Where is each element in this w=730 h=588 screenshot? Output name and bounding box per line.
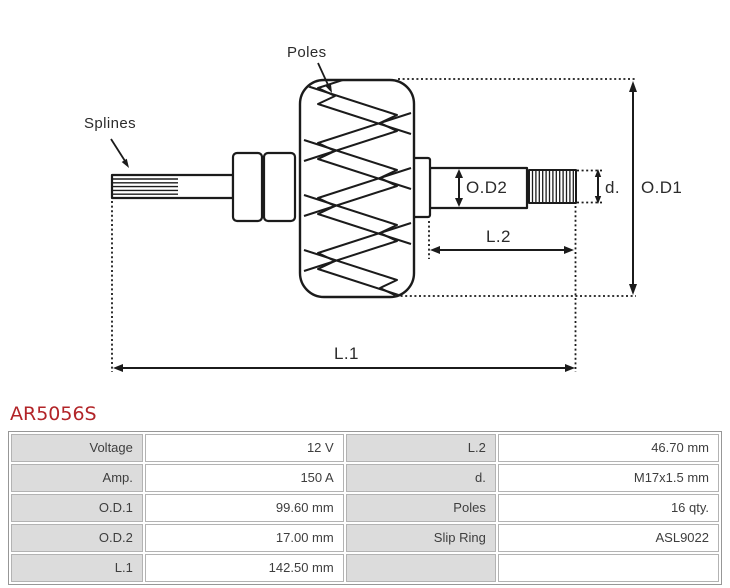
spec-label-cell: L.1 <box>11 554 143 582</box>
spec-label-cell: d. <box>345 464 496 492</box>
spec-value-cell: 99.60 mm <box>144 494 344 522</box>
spec-value-cell: ASL9022 <box>497 524 719 552</box>
d-dim-label: d. <box>605 178 620 197</box>
table-row: L.1 142.50 mm <box>11 554 719 582</box>
l1-dim-label: L.1 <box>334 344 359 363</box>
spec-label-cell: Slip Ring <box>345 524 496 552</box>
table-row: Amp. 150 A d. M17x1.5 mm <box>11 464 719 492</box>
spec-value-cell: 17.00 mm <box>144 524 344 552</box>
spec-value-cell: 16 qty. <box>497 494 719 522</box>
spec-table: Voltage 12 V L.2 46.70 mm Amp. 150 A d. … <box>8 431 722 585</box>
od1-dim-label: O.D1 <box>641 178 683 197</box>
spec-value-cell: M17x1.5 mm <box>497 464 719 492</box>
od2-dim-label: O.D2 <box>466 178 508 197</box>
spec-label-cell: Poles <box>345 494 496 522</box>
washer <box>411 156 432 219</box>
spec-value-cell: 142.50 mm <box>144 554 344 582</box>
splines-label: Splines <box>84 115 136 132</box>
spec-label-cell <box>345 554 496 582</box>
poles-arrow <box>317 62 330 88</box>
poles-label: Poles <box>287 44 327 61</box>
spec-value-cell: 150 A <box>144 464 344 492</box>
spec-label-cell: Voltage <box>11 434 143 462</box>
part-number-title: AR5056S <box>10 403 97 425</box>
pole-pack <box>298 78 416 299</box>
spec-label-cell: O.D.2 <box>11 524 143 552</box>
rotor-drawing-svg <box>110 62 637 372</box>
spec-value-cell <box>497 554 719 582</box>
splines-arrow <box>110 138 126 162</box>
dimension-lines <box>111 78 637 372</box>
table-row: O.D.2 17.00 mm Slip Ring ASL9022 <box>11 524 719 552</box>
table-row: O.D.1 99.60 mm Poles 16 qty. <box>11 494 719 522</box>
l2-dim-label: L.2 <box>486 227 511 246</box>
output-shaft <box>411 156 577 219</box>
callout-arrows <box>110 62 332 168</box>
splined-shaft <box>110 173 235 200</box>
rotor-diagram: Poles Splines O.D2 d. O.D1 L.2 L.1 <box>84 44 683 372</box>
spec-label-cell: L.2 <box>345 434 496 462</box>
spec-label-cell: O.D.1 <box>11 494 143 522</box>
thread <box>528 169 577 204</box>
table-row: Voltage 12 V L.2 46.70 mm <box>11 434 719 462</box>
slip-ring-collars <box>231 151 297 223</box>
spec-value-cell: 12 V <box>144 434 344 462</box>
spec-value-cell: 46.70 mm <box>497 434 719 462</box>
spec-label-cell: Amp. <box>11 464 143 492</box>
